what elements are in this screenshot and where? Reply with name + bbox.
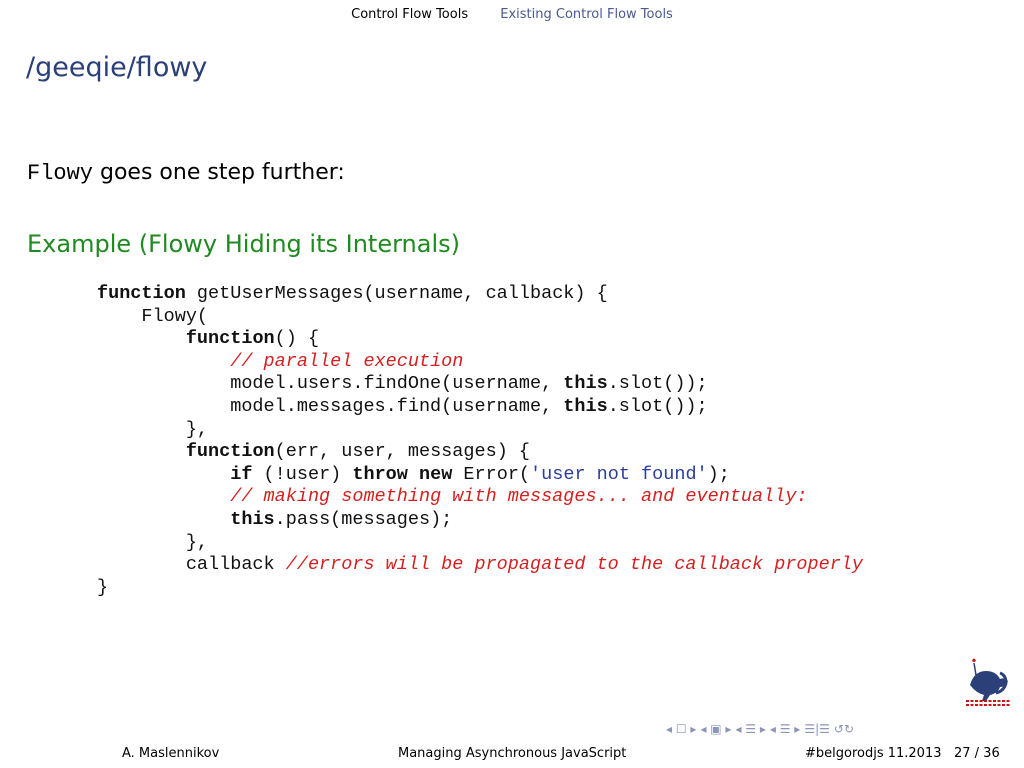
intro-rest: goes one step further: <box>93 160 345 185</box>
nav-subsection-icon[interactable]: ◂ ▣ ▸ <box>700 722 732 736</box>
search-icon[interactable]: ↺↻ <box>833 722 854 736</box>
code-line: }, <box>97 418 209 440</box>
intro-code-word: Flowy <box>27 161 94 186</box>
footer-page-number: 27 / 36 <box>954 746 1000 761</box>
code-line: if (!user) throw new Error('user not fou… <box>230 463 730 485</box>
code-line: callback //errors will be propagated to … <box>97 554 864 576</box>
footer-event: #belgorodjs 11.2013 <box>805 746 942 761</box>
code-line: }, <box>97 531 209 553</box>
nav-subsection[interactable]: Existing Control Flow Tools <box>500 7 673 22</box>
code-line: function getUserMessages(username, callb… <box>97 283 608 304</box>
code-line: function() { <box>185 328 320 350</box>
intro-text: Flowy goes one step further: <box>27 160 345 186</box>
footer-author: A. Maslennikov <box>122 746 220 761</box>
nav-frame-icon[interactable]: ◂ ☐ ▸ <box>666 722 697 736</box>
code-line: function(err, user, messages) { <box>185 441 530 463</box>
footer-bar: A. Maslennikov Managing Asynchronous Jav… <box>0 746 1024 766</box>
code-line: model.users.findOne(username, this.slot(… <box>97 373 708 395</box>
frame-title: /geeqie/flowy <box>26 52 208 83</box>
lion-crest-logo <box>966 658 1010 706</box>
code-line: Flowy( <box>97 305 209 327</box>
nav-section-icon[interactable]: ◂ ☰ ▸ <box>735 722 766 736</box>
beamer-navigation-symbols: ◂ ☐ ▸ ◂ ▣ ▸ ◂ ☰ ▸ ◂ ☰ ▸ ☰|☰ ↺↻ <box>666 718 1020 740</box>
nav-section[interactable]: Control Flow Tools <box>351 7 469 22</box>
code-line: this.pass(messages); <box>230 508 453 530</box>
footer-talk-title: Managing Asynchronous JavaScript <box>398 746 627 761</box>
code-block: function getUserMessages(username, callb… <box>97 283 863 599</box>
code-line: // making something with messages... and… <box>230 486 808 508</box>
code-line: model.messages.find(username, this.slot(… <box>97 395 708 417</box>
example-title: Example (Flowy Hiding its Internals) <box>27 230 460 258</box>
nav-section2-icon[interactable]: ◂ ☰ ▸ <box>769 722 801 736</box>
nav-doc-icon[interactable]: ☰|☰ <box>804 722 830 736</box>
top-navigation: Control Flow Tools Existing Control Flow… <box>0 7 1024 22</box>
code-line: } <box>97 576 109 598</box>
code-line: // parallel execution <box>230 350 464 372</box>
